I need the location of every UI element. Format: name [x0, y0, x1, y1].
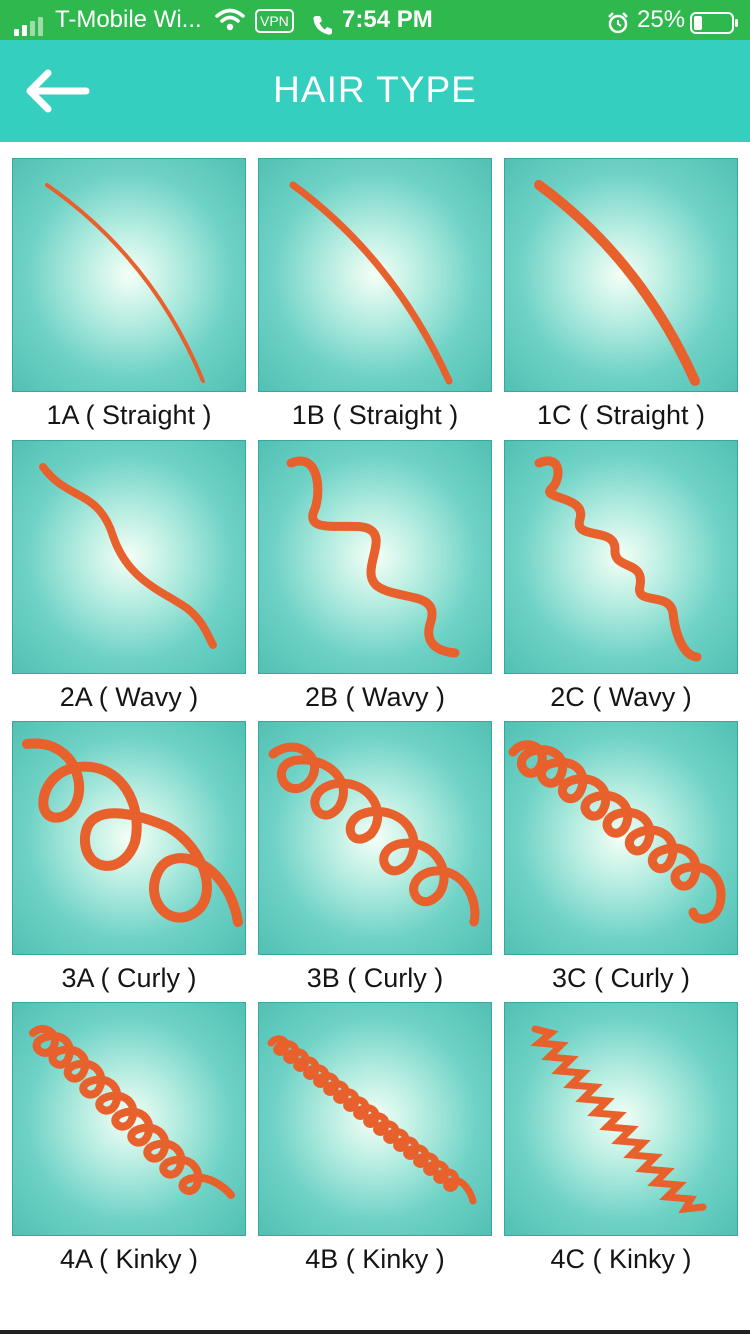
- page-title: HAIR TYPE: [273, 69, 477, 110]
- battery-percent: 25%: [637, 6, 686, 33]
- tile-4c[interactable]: [504, 1002, 738, 1236]
- kinky-strand-icon: [29, 1025, 235, 1199]
- app-header: HAIR TYPE: [0, 40, 750, 142]
- hair-type-label: 2C ( Wavy ): [550, 682, 692, 712]
- status-time: 7:54 PM: [342, 6, 433, 33]
- tile-3b[interactable]: [258, 721, 492, 955]
- hair-type-label: 2A ( Wavy ): [59, 682, 199, 712]
- kinky-strand-icon: [267, 1035, 477, 1205]
- hair-type-label: 3A ( Curly ): [61, 963, 197, 993]
- tile-2a[interactable]: [12, 440, 246, 674]
- hair-type-label: 3C ( Curly ): [551, 963, 690, 993]
- hair-type-label: 4A ( Kinky ): [59, 1244, 199, 1274]
- back-arrow-icon[interactable]: [22, 68, 92, 114]
- phone-icon: [312, 9, 334, 35]
- hair-type-1c[interactable]: 1C ( Straight ): [504, 158, 738, 431]
- hair-type-1b[interactable]: 1B ( Straight ): [258, 158, 492, 431]
- wavy-strand-icon: [286, 456, 460, 658]
- tile-2b[interactable]: [258, 440, 492, 674]
- hair-type-3c[interactable]: 3C ( Curly ): [504, 721, 738, 994]
- straight-strand-icon: [534, 180, 700, 386]
- tile-1a[interactable]: [12, 158, 246, 392]
- curly-strand-icon: [22, 738, 243, 927]
- status-bar: T-Mobile Wi... VPN 7:54 PM 25%: [0, 0, 750, 40]
- hair-type-3b[interactable]: 3B ( Curly ): [258, 721, 492, 994]
- battery-icon: [690, 8, 740, 34]
- wavy-strand-icon: [39, 463, 217, 649]
- tile-3c[interactable]: [504, 721, 738, 955]
- hair-type-label: 3B ( Curly ): [306, 963, 444, 993]
- hair-type-2b[interactable]: 2B ( Wavy ): [258, 440, 492, 713]
- bottom-divider: [0, 1330, 750, 1334]
- hair-type-4c[interactable]: 4C ( Kinky ): [504, 1002, 738, 1275]
- tile-4a[interactable]: [12, 1002, 246, 1236]
- tile-1b[interactable]: [258, 158, 492, 392]
- hair-type-label: 2B ( Wavy ): [304, 682, 445, 712]
- hair-type-2a[interactable]: 2A ( Wavy ): [12, 440, 246, 713]
- straight-strand-icon: [45, 183, 205, 383]
- hair-type-1a[interactable]: 1A ( Straight ): [12, 158, 246, 431]
- cellular-signal-icon: [12, 10, 48, 36]
- wavy-strand-icon: [534, 456, 702, 662]
- hair-type-4a[interactable]: 4A ( Kinky ): [12, 1002, 246, 1275]
- vpn-badge: VPN: [255, 9, 294, 33]
- straight-strand-icon: [289, 181, 453, 385]
- tile-2c[interactable]: [504, 440, 738, 674]
- hair-type-4b[interactable]: 4B ( Kinky ): [258, 1002, 492, 1275]
- hair-type-3a[interactable]: 3A ( Curly ): [12, 721, 246, 994]
- hair-type-2c[interactable]: 2C ( Wavy ): [504, 440, 738, 713]
- curly-strand-icon: [508, 740, 726, 924]
- alarm-icon: [606, 8, 630, 34]
- tile-1c[interactable]: [504, 158, 738, 392]
- hair-type-label: 4C ( Kinky ): [550, 1244, 692, 1274]
- wifi-icon: [215, 6, 245, 34]
- hair-type-label: 1A ( Straight ): [46, 400, 212, 430]
- curly-strand-icon: [268, 742, 480, 927]
- hair-type-label: 4B ( Kinky ): [305, 1244, 445, 1274]
- carrier-name: T-Mobile Wi...: [55, 6, 202, 33]
- tile-4b[interactable]: [258, 1002, 492, 1236]
- hair-type-label: 1C ( Straight ): [536, 400, 706, 430]
- hair-type-label: 1B ( Straight ): [291, 400, 459, 430]
- kinky-strand-icon: [530, 1025, 707, 1214]
- tile-3a[interactable]: [12, 721, 246, 955]
